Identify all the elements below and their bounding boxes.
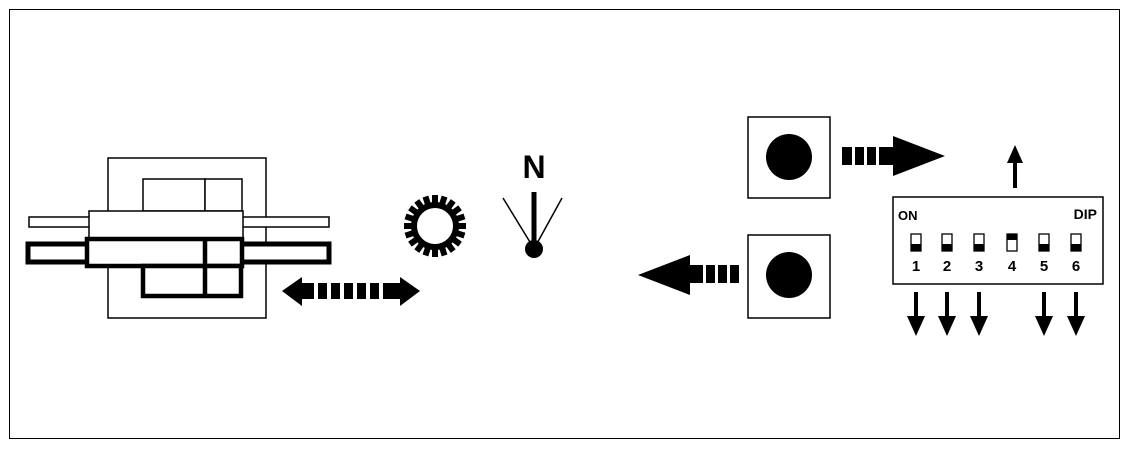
gear-tooth	[451, 236, 462, 247]
arrow-down-icon	[907, 292, 925, 336]
gear-tooth	[445, 199, 456, 210]
button-lower[interactable]	[747, 234, 831, 319]
gear-tooth	[404, 213, 416, 223]
gear-tooth	[404, 223, 413, 229]
bidirectional-arrow-icon	[282, 277, 420, 306]
dip-switch-number: 1	[912, 258, 920, 275]
dip-switch-number: 3	[975, 258, 983, 275]
gear-tooth	[432, 195, 438, 204]
bottom-block	[140, 263, 244, 299]
arrow-down-icon	[938, 292, 956, 336]
gear-tooth	[438, 195, 448, 207]
dip-switch-number: 6	[1072, 258, 1080, 275]
dip-switch-2[interactable]: 2	[941, 233, 953, 275]
compass-icon: N	[502, 149, 563, 258]
gear-tooth	[438, 245, 448, 257]
gear-tooth	[414, 242, 425, 253]
gear-tooth	[404, 229, 416, 239]
gear-tooth	[445, 242, 456, 253]
gear-tooth	[408, 236, 419, 247]
dip-switch-knob	[1039, 244, 1049, 251]
dip-label: DIP	[1074, 206, 1097, 222]
slider-carriage	[88, 210, 244, 240]
dip-switch-knob	[911, 244, 921, 251]
dip-switch-knob	[942, 244, 952, 251]
dip-switch-number: 5	[1040, 258, 1048, 275]
arrow-left-icon	[638, 255, 739, 295]
dip-switch-number: 4	[1008, 258, 1017, 275]
dip-switch-number: 2	[943, 258, 951, 275]
dip-switch-3[interactable]: 3	[973, 233, 985, 275]
dip-switch-4[interactable]: 4	[1006, 233, 1018, 275]
gear-tooth	[454, 229, 466, 239]
dip-switch: ON DIP 1 2 3 4 5 6	[892, 196, 1104, 336]
dip-switch-knob	[1007, 234, 1017, 240]
gear-tooth	[422, 195, 432, 207]
lower-carriage	[84, 236, 245, 269]
gear-tooth	[422, 245, 432, 257]
top-block-right	[204, 178, 243, 212]
dip-switch-5[interactable]: 5	[1038, 233, 1050, 275]
diagram-frame	[9, 9, 1120, 439]
gear-tooth	[414, 199, 425, 210]
dip-switch-6[interactable]: 6	[1070, 233, 1082, 275]
top-block	[142, 178, 206, 212]
compass-letter: N	[522, 149, 545, 185]
gear-tooth	[432, 248, 438, 257]
button-upper[interactable]	[747, 116, 831, 199]
arrow-right-icon	[842, 136, 945, 176]
gear-tooth	[408, 205, 419, 216]
arrow-down-icon	[1067, 292, 1085, 336]
slide-mechanism	[25, 157, 332, 319]
dip-switch-knob	[1071, 244, 1081, 251]
gear-tooth	[457, 223, 466, 229]
arrow-down-icon	[970, 292, 988, 336]
dip-switch-knob	[974, 244, 984, 251]
dip-on-label: ON	[898, 208, 918, 223]
gear-icon	[404, 195, 466, 257]
arrow-up-icon	[1007, 145, 1023, 188]
arrow-down-icon	[1035, 292, 1053, 336]
gear-tooth	[451, 205, 462, 216]
compass-pivot	[525, 240, 543, 258]
dip-switch-1[interactable]: 1	[910, 233, 922, 275]
gear-tooth	[454, 213, 466, 223]
